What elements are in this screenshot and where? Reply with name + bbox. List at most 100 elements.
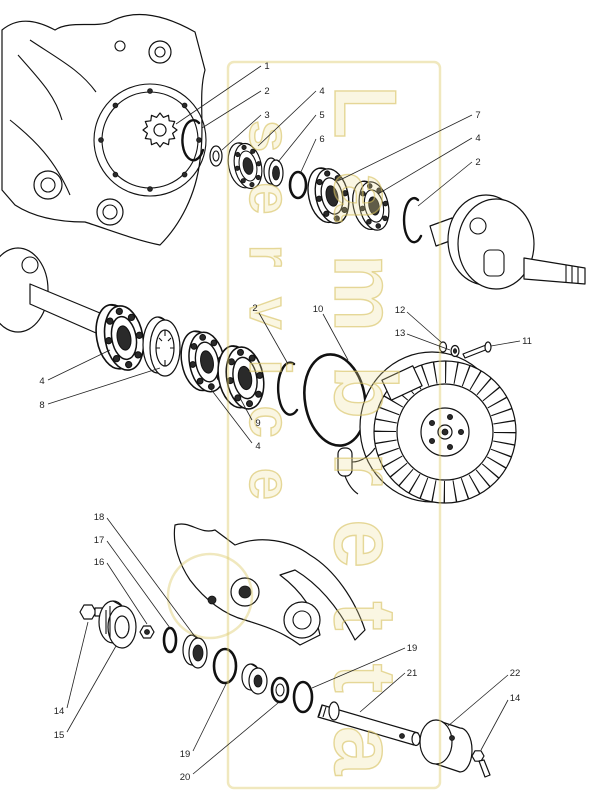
ignition-coil-box [381,365,423,401]
callout-label: 11 [522,336,532,347]
casing-bolt-hole [207,595,217,605]
leader-line [66,645,117,733]
callout: 16 [94,557,148,625]
callout: 12 [395,305,442,343]
callout-label: 3 [264,110,269,121]
callout-label: 4 [39,376,44,387]
leader-line [106,562,148,625]
casing-boss-hole [292,610,312,630]
flywheel-hub-hole [446,443,453,450]
casing-boss-hole [102,204,118,220]
callout-label: 4 [319,86,324,97]
casing-ring-hole [147,88,153,94]
cap-hole [449,735,455,741]
casing-boss [148,40,172,64]
condenser-wires [344,447,376,495]
nut-14-left [79,604,104,620]
spacer-5 [263,157,284,187]
casing-boss [283,601,321,639]
callout: 15 [54,645,117,741]
crankshaft-half-top [429,194,586,290]
leader-line [209,387,253,444]
cap-face [419,719,453,765]
callout-label: 18 [94,512,105,523]
bearing-4-middle-left [90,299,150,376]
ring-20 [270,676,290,704]
cap-22 [419,719,473,773]
nut-hex [79,604,97,620]
casing-ring-hole [181,171,188,178]
callout-label: 12 [395,305,406,316]
crank-web-slot [483,249,505,277]
leader-line [47,367,161,405]
callout: 4 [257,86,325,147]
callout: 5 [277,110,325,163]
washer-hole [452,348,457,354]
callout-label: 1 [264,61,269,72]
shaft-collar [328,701,340,721]
leader-line [447,674,509,727]
leader-line [221,114,262,151]
callout: 19 [180,683,227,760]
leader-line [406,333,451,351]
callout: 22 [447,668,520,727]
callout-label: 13 [395,328,406,339]
nut-16 [139,625,155,639]
leader-line [66,621,89,709]
leader-line [239,397,253,421]
crank-web-left [0,247,49,333]
callout: 17 [94,535,171,629]
leader-line [106,517,197,639]
casing-ring-hole [98,137,104,143]
race-rollers [156,330,174,366]
callout: 2 [201,86,270,129]
callout-label: 7 [475,110,480,121]
leader-line [257,90,317,147]
callout: 19 [311,643,417,689]
leader-line [47,349,111,381]
callout: 4 [377,133,481,195]
callout-label: 4 [475,133,480,144]
casing-main-ring-outer [93,83,207,197]
screw-head [484,341,492,353]
leader-line [299,138,317,175]
watermark-sub-text: service [237,120,302,500]
callout-label: 20 [180,772,191,783]
bushing [241,663,268,695]
leader-line [192,702,279,775]
casing-boss-hole [238,585,252,599]
leader-line [311,647,406,689]
callout: 20 [180,702,279,783]
leader-line [417,161,473,207]
cup-hole [114,615,130,639]
engine-casing-bottom [173,523,366,646]
casing-ring-hole [147,186,153,192]
washer-hole [212,150,220,162]
shaft-thread [318,705,327,718]
engine-casing-top [1,13,207,246]
leader-line [106,540,171,629]
callout-label: 2 [252,303,257,314]
crankshaft-half-middle [0,247,113,341]
screw-shank [462,344,489,359]
callout: 6 [299,134,325,175]
casing-outline [173,523,366,646]
leader-line [490,340,521,347]
casing-ring-hole [181,102,188,109]
leader-line [258,312,289,365]
crank-main-shaft [523,257,586,285]
crank-web-front [457,198,535,290]
callout-label: 14 [54,706,65,717]
callout: 11 [490,336,532,347]
washer-13 [450,344,460,358]
nut-hole [144,629,150,635]
callout: 14 [480,693,520,751]
washer-outer [209,145,223,167]
casing-ring-hole [196,137,202,143]
watermark-frame [226,60,442,790]
casing-bolt-hole [114,40,126,52]
crank-pin-hole [469,217,487,235]
flywheel-stator [337,351,517,504]
callout: 7 [339,110,481,181]
